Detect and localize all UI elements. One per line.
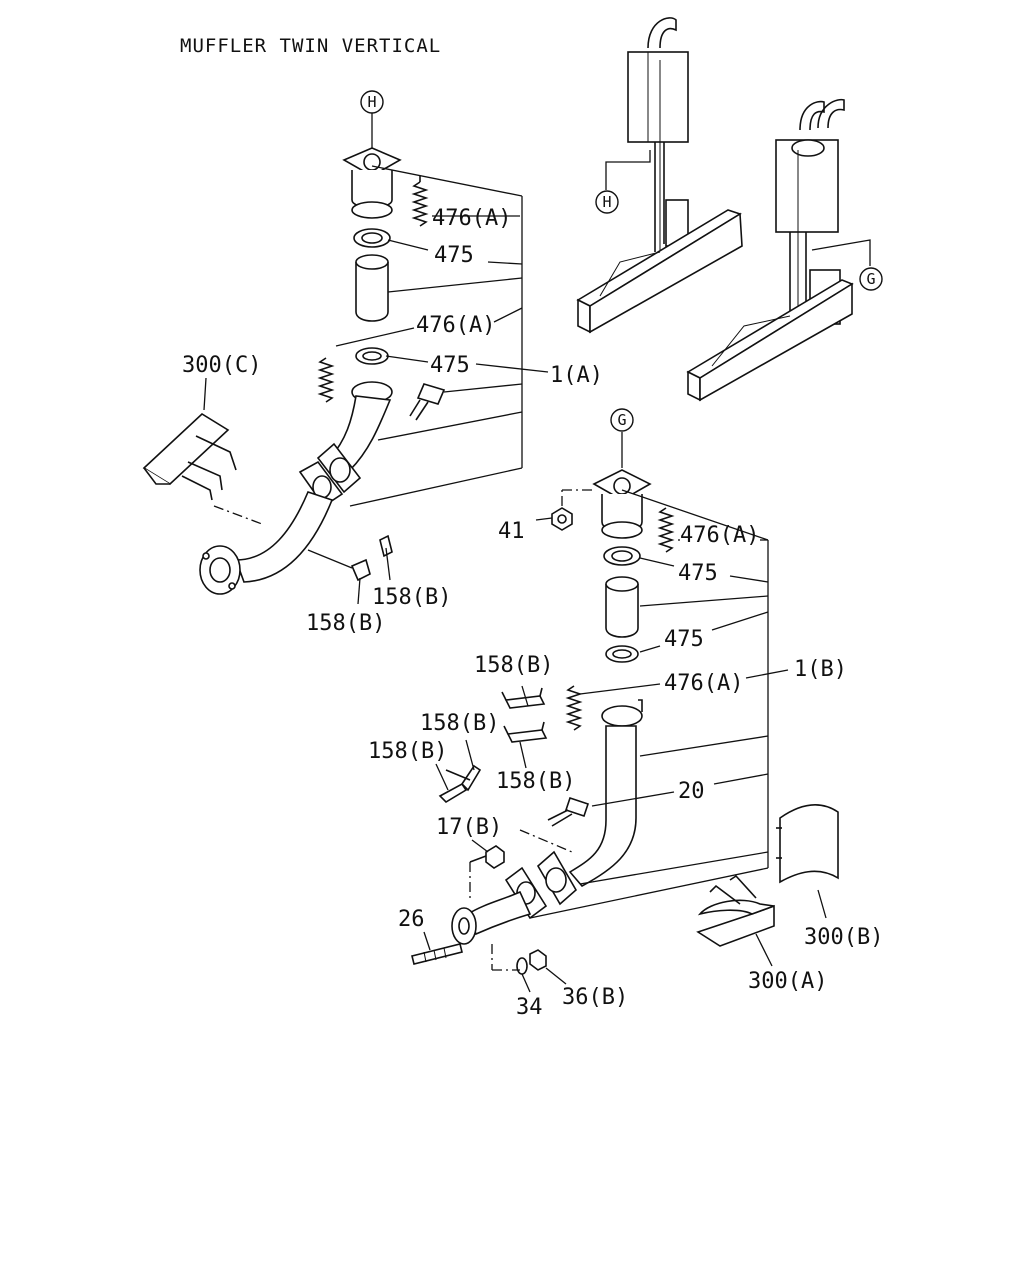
label-bot-158b-4: 158(B) — [496, 769, 575, 794]
label-bot-158b-1: 158(B) — [474, 653, 553, 678]
label-top-300c: 300(C) — [182, 353, 261, 378]
reference-g-top-label: G — [617, 411, 626, 429]
reference-h-top-label: H — [367, 93, 376, 111]
label-top-476a: 476(A) — [432, 206, 511, 231]
label-bot-300a: 300(A) — [748, 969, 827, 994]
label-top-475a: 475 — [434, 243, 474, 268]
label-bot-475b: 475 — [664, 627, 704, 652]
reference-h-frame: H — [595, 190, 619, 214]
label-bot-1b: 1(B) — [794, 657, 847, 682]
reference-h-frame-label: H — [602, 193, 611, 211]
label-bot-475a: 475 — [678, 561, 718, 586]
label-bot-476b: 476(A) — [664, 671, 743, 696]
label-bot-36b: 36(B) — [562, 985, 628, 1010]
label-bot-17b: 17(B) — [436, 815, 502, 840]
label-bot-300b: 300(B) — [804, 925, 883, 950]
reference-g-frame-label: G — [866, 270, 875, 288]
label-bot-26: 26 — [398, 907, 425, 932]
assembly-1a: H — [142, 90, 549, 605]
label-top-158b-left: 158(B) — [306, 611, 385, 636]
assembly-1b: G — [411, 408, 839, 993]
label-bot-476a: 476(A) — [680, 523, 759, 548]
reference-g-frame: G — [859, 267, 883, 291]
frame-view-h — [576, 17, 743, 334]
label-bot-41: 41 — [498, 519, 525, 544]
callout-labels: 476(A) 475 476(A) 475 1(A) 300(C) 158(B)… — [182, 206, 883, 1020]
label-bot-20: 20 — [678, 779, 705, 804]
label-top-475b: 475 — [430, 353, 470, 378]
label-top-1a: 1(A) — [550, 363, 603, 388]
label-bot-34: 34 — [516, 995, 543, 1020]
frame-view-g — [686, 98, 871, 402]
label-bot-158b-3: 158(B) — [368, 739, 447, 764]
diagram-title: MUFFLER TWIN VERTICAL — [180, 35, 441, 57]
label-top-158b-right: 158(B) — [372, 585, 451, 610]
label-top-476b: 476(A) — [416, 313, 495, 338]
label-bot-158b-2: 158(B) — [420, 711, 499, 736]
